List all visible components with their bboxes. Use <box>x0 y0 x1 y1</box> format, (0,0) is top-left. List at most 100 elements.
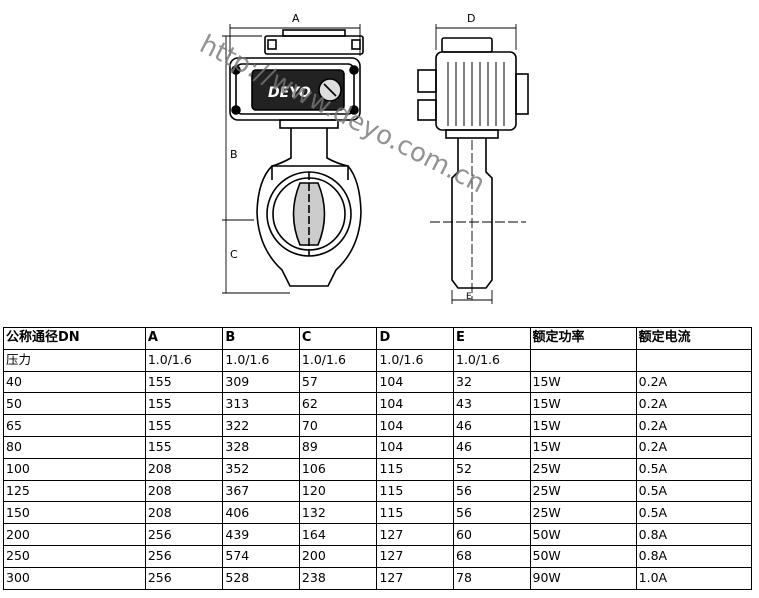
table-cell: 352 <box>222 457 300 481</box>
table-cell: 155 <box>144 435 224 459</box>
table-cell: 164 <box>298 523 378 546</box>
table-cell: 104 <box>376 392 454 416</box>
valve-drawing: DEYO A B C D E http://www.deyo.com.cn <box>195 12 529 304</box>
table-cell: 压力 <box>3 348 146 372</box>
table-cell: 25W <box>529 457 637 481</box>
table-cell: 367 <box>222 479 300 503</box>
table-cell: 额定功率 <box>529 327 637 350</box>
table-cell: 15W <box>529 370 637 394</box>
table-cell: 70 <box>298 414 378 437</box>
table-cell: 15W <box>529 414 637 437</box>
table-cell: 127 <box>376 544 454 568</box>
table-cell: 46 <box>453 435 531 459</box>
table-cell: 0.5A <box>635 479 753 503</box>
table-cell: 439 <box>222 523 300 546</box>
table-cell <box>635 348 753 372</box>
table-cell: 256 <box>144 566 224 590</box>
table-cell: 104 <box>376 435 454 459</box>
table-cell: 15W <box>529 435 637 459</box>
table-cell: 115 <box>376 501 454 525</box>
table-cell: 208 <box>144 479 224 503</box>
table-cell: 104 <box>376 414 454 437</box>
table-cell: 322 <box>222 414 300 437</box>
table-cell: 0.8A <box>635 544 753 568</box>
table-cell: 0.5A <box>635 457 753 481</box>
actuator-top-cap <box>264 35 364 55</box>
table-cell: 0.2A <box>635 370 753 394</box>
dim-label-a: A <box>292 12 300 25</box>
table-cell: 60 <box>453 523 531 546</box>
table-cell: 200 <box>298 544 378 568</box>
table-cell: 574 <box>222 544 300 568</box>
logo-text: DEYO <box>268 85 311 101</box>
table-cell: C <box>298 327 378 350</box>
table-cell: 256 <box>144 544 224 568</box>
table-cell: 90W <box>529 566 637 590</box>
table-cell: 200 <box>3 523 146 546</box>
table-cell: 40 <box>3 370 146 394</box>
table-cell: 56 <box>453 501 531 525</box>
table-cell <box>529 348 637 372</box>
table-cell: 106 <box>298 457 378 481</box>
table-cell: 115 <box>376 457 454 481</box>
table-cell: 50W <box>529 523 637 546</box>
table-cell: 406 <box>222 501 300 525</box>
table-cell: A <box>144 327 224 350</box>
table-cell: 0.2A <box>635 414 753 437</box>
table-cell: 309 <box>222 370 300 394</box>
table-cell: 528 <box>222 566 300 590</box>
table-cell: 89 <box>298 435 378 459</box>
table-cell: 0.8A <box>635 523 753 546</box>
table-cell: 104 <box>376 370 454 394</box>
table-cell: 238 <box>298 566 378 590</box>
table-cell: 25W <box>529 501 637 525</box>
table-cell: 250 <box>3 544 146 568</box>
table-cell: 155 <box>144 370 224 394</box>
table-cell: 15W <box>529 392 637 416</box>
table-cell: E <box>453 327 531 350</box>
table-cell: 313 <box>222 392 300 416</box>
table-cell: 32 <box>453 370 531 394</box>
table-cell: 57 <box>298 370 378 394</box>
table-cell: 78 <box>453 566 531 590</box>
valve-disc <box>292 182 326 246</box>
table-cell: 120 <box>298 479 378 503</box>
table-cell: D <box>376 327 454 350</box>
table-cell: 公称通径DN <box>3 327 146 350</box>
table-cell: 127 <box>376 523 454 546</box>
table-cell: 1.0A <box>635 566 753 590</box>
dim-label-e: E <box>466 292 472 302</box>
table-cell: 80 <box>3 435 146 459</box>
table-cell: 1.0/1.6 <box>376 348 454 372</box>
table-cell: 328 <box>222 435 300 459</box>
dim-label-b: B <box>230 148 238 161</box>
side-top-cap <box>441 37 493 53</box>
table-cell: 50 <box>3 392 146 416</box>
table-cell: 0.5A <box>635 501 753 525</box>
table-cell: 1.0/1.6 <box>453 348 531 372</box>
dim-label-d: D <box>467 12 475 25</box>
table-cell: B <box>222 327 300 350</box>
watermark-text: http://www.deyo.com.cn <box>195 30 490 200</box>
table-cell: 50W <box>529 544 637 568</box>
dim-label-c: C <box>230 248 238 261</box>
table-cell: 额定电流 <box>635 327 753 350</box>
table-cell: 132 <box>298 501 378 525</box>
table-cell: 0.2A <box>635 435 753 459</box>
table-cell: 43 <box>453 392 531 416</box>
table-cell: 56 <box>453 479 531 503</box>
table-cell: 300 <box>3 566 146 590</box>
